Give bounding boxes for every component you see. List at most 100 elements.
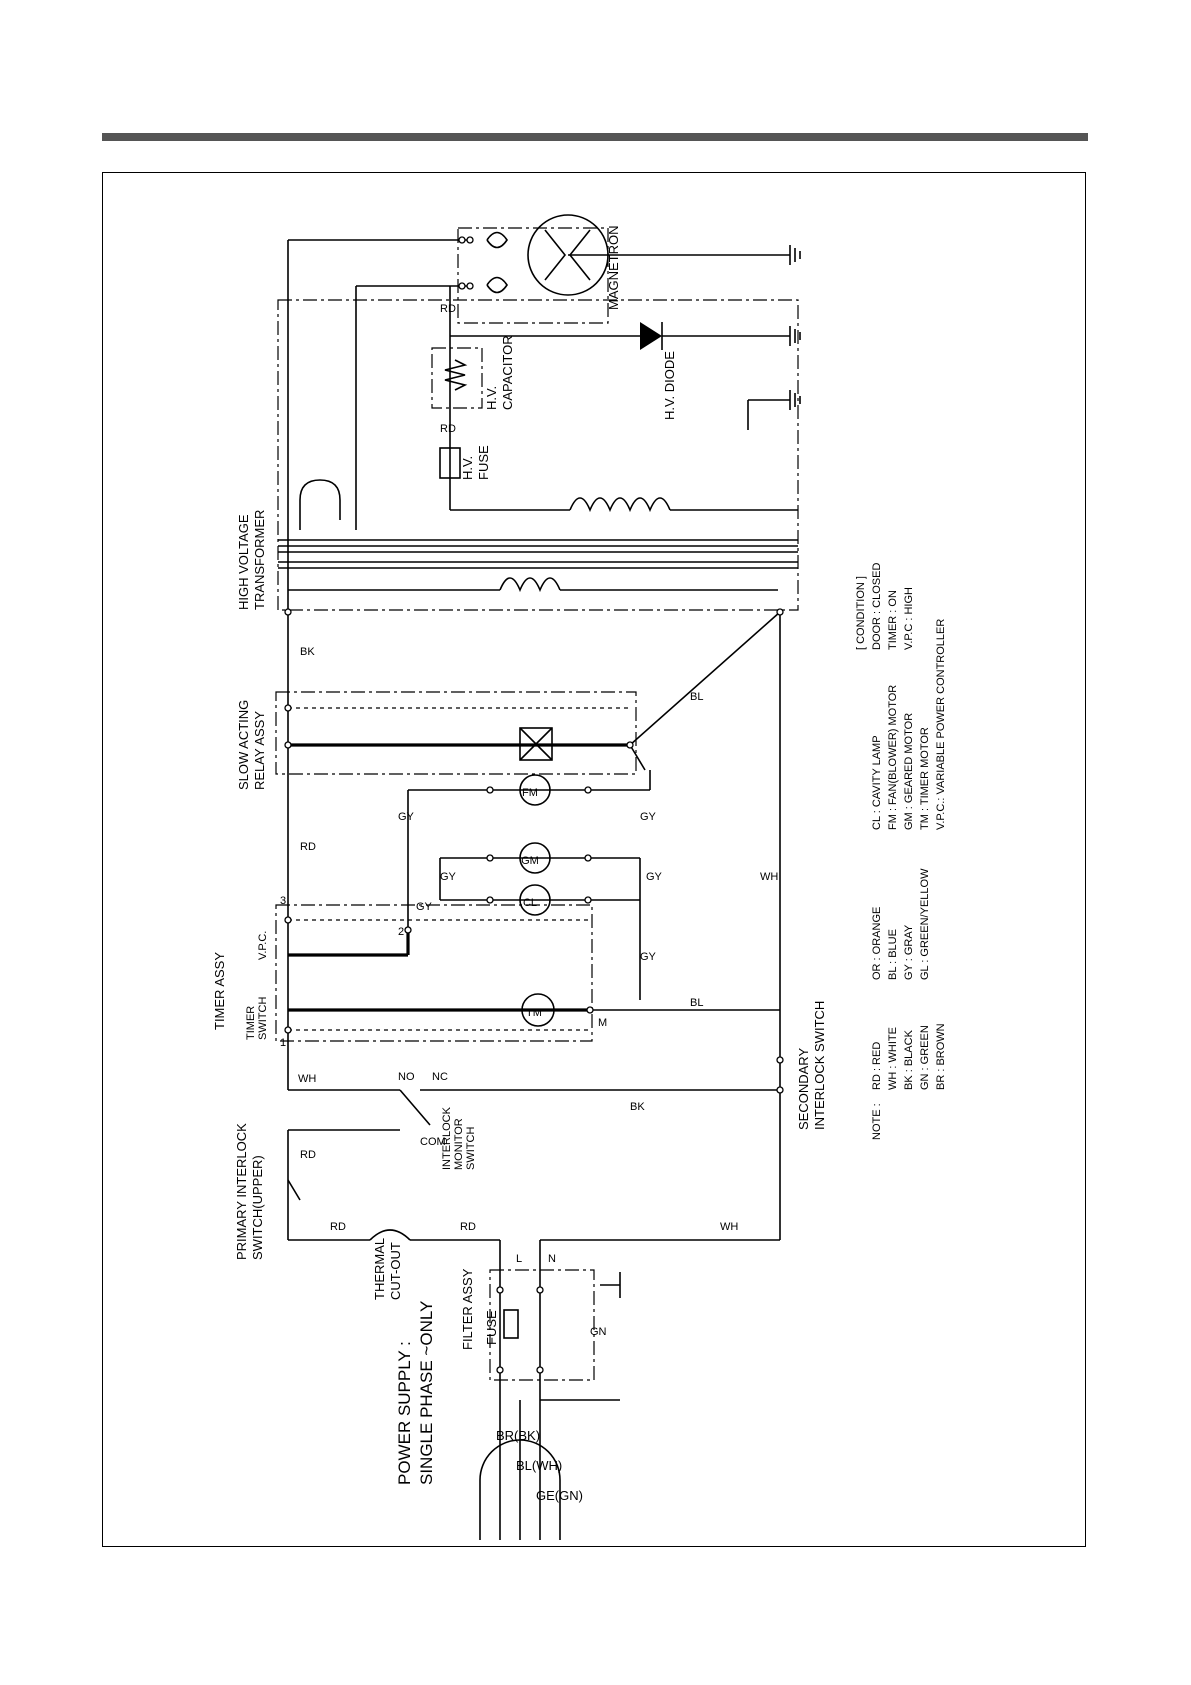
label-monitor-1: INTERLOCK — [441, 1106, 453, 1170]
wire-wh-1: WH — [760, 871, 778, 883]
label-hv-fuse-1: H.V. — [460, 456, 475, 480]
geared-motor-icon — [519, 842, 551, 874]
label-power-2: SINGLE PHASE ~ONLY — [417, 1301, 436, 1485]
wire-gy-4: GY — [646, 871, 663, 883]
legend-abbrev-3: GM : GEARED MOTOR — [903, 713, 915, 830]
legend-row-4b: GL : GREEN/YELLOW — [919, 868, 931, 980]
label-fuse: FUSE — [484, 1310, 499, 1345]
wire-bk-1: BK — [300, 646, 315, 658]
wire-rd-6: RD — [460, 1221, 476, 1233]
diode-icon — [640, 322, 662, 350]
wire-br-bk: BR(BK) — [496, 1428, 540, 1443]
label-transformer-2: TRANSFORMER — [252, 510, 267, 610]
labels: MAGNETRON H.V. DIODE H.V. CAPACITOR H.V.… — [212, 226, 947, 1504]
capacitor-icon — [444, 359, 468, 391]
label-transformer-1: HIGH VOLTAGE — [236, 514, 251, 610]
fan-motor-icon — [519, 774, 551, 806]
label-relay-2: RELAY ASSY — [252, 711, 267, 790]
wire-gy-1: GY — [398, 811, 415, 823]
wire-wh-2: WH — [298, 1073, 316, 1085]
wire-gy-3: GY — [440, 871, 457, 883]
wire-bl-2: BL — [690, 997, 703, 1009]
legend-row-1a: RD : RED — [871, 1042, 883, 1090]
wire-ge-gn: GE(GN) — [536, 1488, 583, 1503]
fuse-icon — [503, 1309, 519, 1339]
label-thermal-2: CUT-OUT — [388, 1242, 403, 1300]
label-hv-capacitor-2: CAPACITOR — [500, 335, 515, 410]
timer-frame — [275, 904, 593, 1042]
terminal-2: 2 — [398, 926, 404, 938]
relay-frame — [275, 691, 637, 775]
filament-coil-icon — [299, 479, 341, 501]
label-vpc: V.P.C. — [257, 931, 269, 960]
magnetron-frame — [457, 227, 609, 324]
filter-frame — [489, 1269, 595, 1381]
thermal-cutout-icon — [369, 1229, 411, 1241]
condition-title: [ CONDITION ] — [855, 576, 867, 650]
label-hv-diode: H.V. DIODE — [662, 351, 677, 420]
terminal-3: 3 — [280, 895, 286, 907]
terminal-n-out: N — [548, 1253, 556, 1265]
legend-row-1b: OR : ORANGE — [871, 907, 883, 980]
junction-nodes — [284, 608, 784, 1374]
monitor-switch-contact — [399, 1089, 431, 1126]
label-gm: GM — [521, 855, 539, 867]
condition-timer: TIMER : ON — [887, 590, 899, 650]
legend-abbrev-2: FM : FAN(BLOWER) MOTOR — [887, 685, 899, 830]
wire-bl-1: BL — [690, 691, 703, 703]
label-relay-1: SLOW ACTING — [236, 700, 251, 790]
primary-switch-contact — [287, 1179, 301, 1201]
label-filter-assy: FILTER ASSY — [460, 1268, 475, 1350]
label-power-1: POWER SUPPLY : — [395, 1341, 414, 1485]
legend-row-3b: GY : GRAY — [903, 924, 915, 980]
hv-fuse-icon — [439, 447, 461, 479]
condition-door: DOOR : CLOSED — [871, 563, 883, 650]
label-hv-capacitor-1: H.V. — [484, 386, 499, 410]
label-timer-switch-2: SWITCH — [257, 997, 269, 1040]
wire-gy-6: GY — [640, 951, 657, 963]
wire-bl-wh: BL(WH) — [516, 1458, 562, 1473]
label-timer-assy: TIMER ASSY — [212, 952, 227, 1030]
legend-row-2a: WH : WHITE — [887, 1027, 899, 1090]
terminal-l-out: L — [516, 1253, 522, 1265]
label-monitor-3: SWITCH — [465, 1127, 477, 1170]
terminal-m: M — [598, 1017, 607, 1029]
label-monitor-2: MONITOR — [453, 1118, 465, 1170]
wire-bk-2: BK — [630, 1101, 645, 1113]
legend-row-5a: BR : BROWN — [935, 1023, 947, 1090]
relay-coil-icon — [519, 727, 553, 761]
legend-abbrev-5: V.P.C.: VARIABLE POWER CONTROLLER — [935, 619, 947, 830]
terminal-nc: NC — [432, 1071, 448, 1083]
secondary-coil-icon — [569, 497, 671, 513]
capacitor-frame — [431, 347, 483, 409]
condition-vpc: V.P.C : HIGH — [903, 587, 915, 650]
label-cl: CL — [523, 897, 537, 909]
lamp-icon — [519, 884, 551, 916]
label-primary-1: PRIMARY INTERLOCK — [234, 1123, 249, 1260]
wire-rd-4: RD — [300, 1149, 316, 1161]
legend-row-3a: BK : BLACK — [903, 1029, 915, 1090]
label-tm: TM — [526, 1007, 542, 1019]
wire-wh-3: WH — [720, 1221, 738, 1233]
main-wiring — [275, 214, 801, 1540]
terminal-1: 1 — [280, 1037, 286, 1049]
label-primary-2: SWITCH(UPPER) — [250, 1155, 265, 1260]
wire-rd-2: RD — [440, 423, 456, 435]
wire-rd-3: RD — [300, 841, 316, 853]
legend-note: NOTE : — [871, 1103, 883, 1140]
legend-abbrev-1: CL : CAVITY LAMP — [871, 735, 883, 830]
legend-row-2b: BL : BLUE — [887, 929, 899, 980]
wire-gy-5: GY — [416, 901, 433, 913]
legend-abbrev-4: TM : TIMER MOTOR — [919, 727, 931, 830]
label-secondary-2: INTERLOCK SWITCH — [812, 1001, 827, 1130]
transformer-frame — [277, 299, 799, 611]
wire-gy-2: GY — [640, 811, 657, 823]
wire-rd-1: RD — [440, 303, 456, 315]
label-timer-switch-1: TIMER — [245, 1006, 257, 1040]
primary-coil-icon — [499, 577, 561, 593]
timer-motor-icon — [521, 993, 555, 1027]
wire-rd-5: RD — [330, 1221, 346, 1233]
terminal-com: COM — [420, 1136, 446, 1148]
label-secondary-1: SECONDARY — [796, 1048, 811, 1130]
